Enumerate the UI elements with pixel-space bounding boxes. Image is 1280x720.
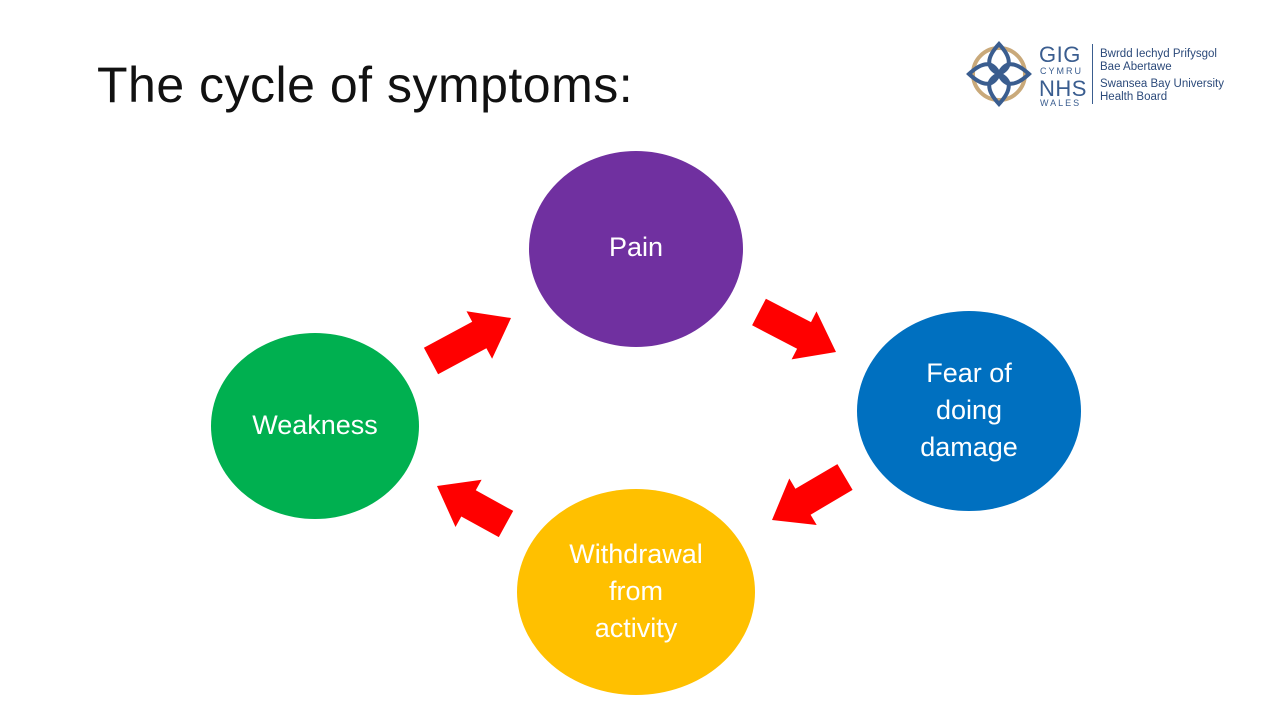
node-label-weakness: Weakness [252, 410, 378, 440]
node-withdrawal-from-activity [517, 489, 755, 695]
logo-nhs: NHS [1039, 76, 1087, 101]
arrow-pain-to-fear [752, 298, 836, 360]
logo-divider [1092, 44, 1093, 104]
node-pain [529, 151, 743, 347]
logo-line-2: Bae Abertawe [1100, 61, 1172, 73]
logo-wales: WALES [1040, 98, 1082, 108]
node-label-withdrawal-from-activity: Withdrawal from activity [569, 539, 703, 643]
logo-line-1: Bwrdd Iechyd Prifysgol [1100, 48, 1217, 60]
arrow-withdrawal-to-weakness [437, 479, 514, 538]
node-label-pain: Pain [608, 232, 664, 262]
logo-cymru: CYMRU [1040, 66, 1083, 76]
arrow-fear-to-withdrawal [772, 464, 853, 525]
logo-gig: GIG [1039, 42, 1081, 67]
logo-line-4: Health Board [1100, 91, 1168, 103]
node-weakness [211, 333, 419, 519]
arrow-weakness-to-pain [423, 311, 511, 375]
node-fear-of-doing-damage [857, 311, 1081, 511]
cycle-arrows [423, 298, 853, 538]
logo-line-3: Swansea Bay University [1100, 78, 1224, 90]
celtic-knot-icon [966, 41, 1032, 107]
slide-title: The cycle of symptoms: [97, 57, 634, 113]
node-label-fear-of-doing-damage: Fear of doing damage [920, 358, 1018, 462]
health-board-logo: GIG CYMRU NHS WALES Bwrdd Iechyd Prifysg… [964, 38, 1244, 110]
